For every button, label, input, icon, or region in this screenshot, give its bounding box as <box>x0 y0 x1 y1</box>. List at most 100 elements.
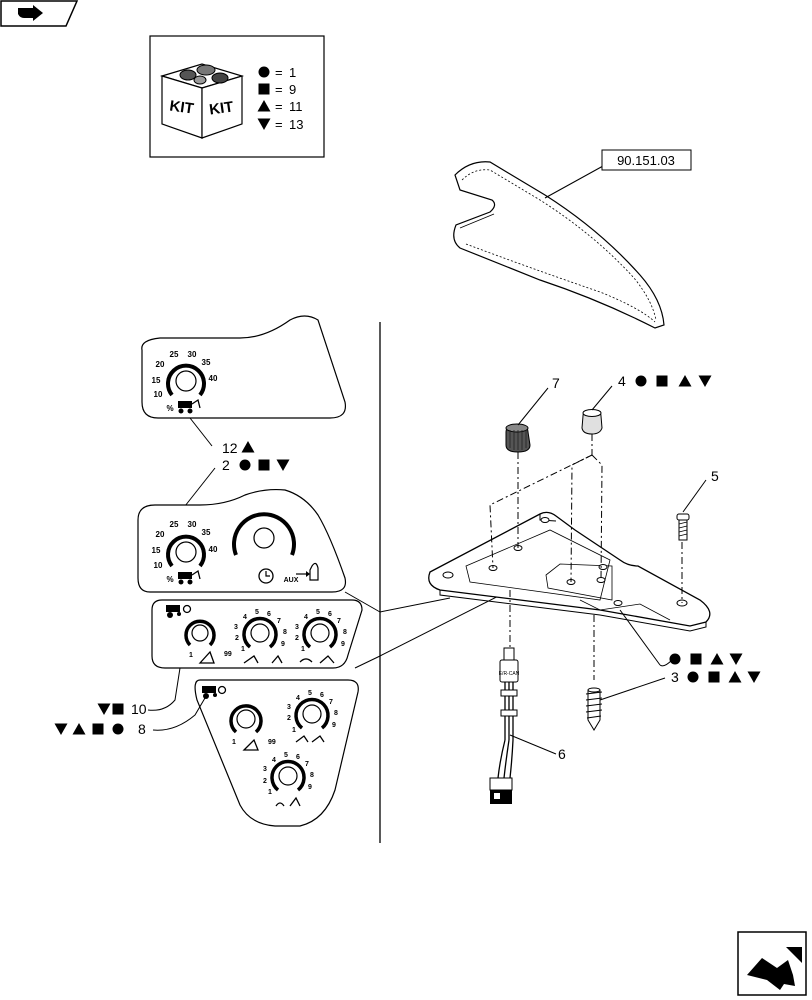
dial-label: 8 <box>310 772 314 779</box>
scale-label: 40 <box>209 374 218 383</box>
reference-box <box>601 149 692 171</box>
scale-label: 35 <box>202 358 211 367</box>
dial-label: 3 <box>287 704 291 711</box>
dial-label: 3 <box>295 624 299 631</box>
dial-label: 5 <box>284 752 288 759</box>
dial-label: 3 <box>263 766 267 773</box>
dial-label: 6 <box>296 754 300 761</box>
legend-eq: = <box>275 99 283 114</box>
scale-label: 25 <box>170 520 179 529</box>
dial-label: 7 <box>337 618 341 625</box>
scale-label: 40 <box>209 545 218 554</box>
dial-label: 1 <box>301 646 305 653</box>
screw-3 <box>585 687 603 731</box>
scale-label: 25 <box>170 350 179 359</box>
loader-icon <box>178 569 201 585</box>
legend-eq: = <box>275 117 283 132</box>
dial-label: 8 <box>334 710 338 717</box>
dial-label: 6 <box>328 611 332 618</box>
unit-label: % <box>166 575 173 584</box>
loader-icon <box>178 398 201 414</box>
scale-label: 30 <box>188 350 197 359</box>
wiring-harness-6: E/R-CAN <box>489 647 520 804</box>
dial-label: 6 <box>267 611 271 618</box>
tractor-icon <box>202 685 227 699</box>
dial-label: 9 <box>281 641 285 648</box>
dial-label: 5 <box>308 690 312 697</box>
nav-corner-arrow-icon[interactable] <box>737 931 807 996</box>
dial-label: 6 <box>320 692 324 699</box>
scale-label: 15 <box>152 546 161 555</box>
knob-4 <box>581 409 603 435</box>
scale-label: 10 <box>154 390 163 399</box>
dial-label: 2 <box>263 778 267 785</box>
kit-legend: = 1 = 9 = 11 = 13 <box>257 65 303 132</box>
reference-label: 90.151.03 <box>617 153 675 168</box>
dial-label: 4 <box>304 614 308 621</box>
dial-label: 1 <box>292 727 296 734</box>
dial-label: 7 <box>305 761 309 768</box>
dial-label: 9 <box>332 722 336 729</box>
screw-5 <box>676 513 690 541</box>
dial-label: 2 <box>295 635 299 642</box>
harness-label: E/R-CAN <box>499 671 520 677</box>
scale-label: 20 <box>156 360 165 369</box>
dial-label: 4 <box>296 695 300 702</box>
dial-label: 2 <box>235 635 239 642</box>
flow-icon <box>296 562 319 581</box>
legend-eq: = <box>275 65 283 80</box>
dial-label: 7 <box>277 618 281 625</box>
scale-label: 30 <box>188 520 197 529</box>
callout-12: 12 <box>222 440 238 456</box>
callout-4: 4 <box>618 373 626 389</box>
decal-2: 10 15 20 25 30 35 40 % AUX <box>137 488 347 593</box>
callout-6: 6 <box>558 746 566 762</box>
unit-label: % <box>166 404 173 413</box>
callout-10: 10 <box>131 701 147 717</box>
callout-5: 5 <box>711 468 719 484</box>
kit-box-icon: KIT KIT <box>159 63 245 139</box>
callout-8: 8 <box>138 721 146 737</box>
dial-label: 9 <box>341 641 345 648</box>
callout-2: 2 <box>222 457 230 473</box>
lever-icon <box>198 650 335 664</box>
knob-7 <box>505 423 531 453</box>
dial-label: 8 <box>343 629 347 636</box>
clock-icon <box>258 568 274 584</box>
dial-label: 5 <box>316 609 320 616</box>
kit-label-right: KIT <box>208 98 234 118</box>
callout-3: 3 <box>671 669 679 685</box>
dial-label: 5 <box>255 609 259 616</box>
dial-label: 4 <box>272 757 276 764</box>
dial-label: 9 <box>308 784 312 791</box>
dial-label: 2 <box>287 715 291 722</box>
decal-8: 1 99 1 2 3 4 5 6 7 8 9 1 2 3 4 5 6 7 8 9 <box>194 679 359 827</box>
dial-label: 3 <box>234 624 238 631</box>
dial-label: 7 <box>329 699 333 706</box>
dial-label: 4 <box>243 614 247 621</box>
callout-7: 7 <box>552 375 560 391</box>
scale-label: 10 <box>154 561 163 570</box>
mounting-plate <box>428 511 711 666</box>
aux-label: AUX <box>284 577 299 584</box>
dial-label: 1 <box>268 789 272 796</box>
decal-12: 10 15 20 25 30 35 40 % <box>141 315 347 419</box>
legend-value-circle: 1 <box>289 65 296 80</box>
lever-icon <box>242 735 325 807</box>
decal-10: 1 99 1 2 3 4 5 6 7 8 9 1 2 3 4 5 6 7 8 9 <box>151 599 363 669</box>
kit-legend-box: KIT KIT = 1 = 9 = 11 = 13 <box>149 35 325 158</box>
dial-label: 99 <box>268 739 276 746</box>
legend-value-triangle-down: 13 <box>289 117 303 132</box>
assembly-lines <box>489 434 683 680</box>
dial-label: 1 <box>189 652 193 659</box>
scale-label: 20 <box>156 530 165 539</box>
dial-label: 99 <box>224 651 232 658</box>
scale-label: 35 <box>202 528 211 537</box>
dial-label: 1 <box>232 739 236 746</box>
scale-label: 15 <box>152 376 161 385</box>
dial-label: 1 <box>241 646 245 653</box>
nav-arrow-icon[interactable] <box>0 0 79 27</box>
kit-label-left: KIT <box>168 97 194 117</box>
tractor-icon <box>166 604 192 618</box>
